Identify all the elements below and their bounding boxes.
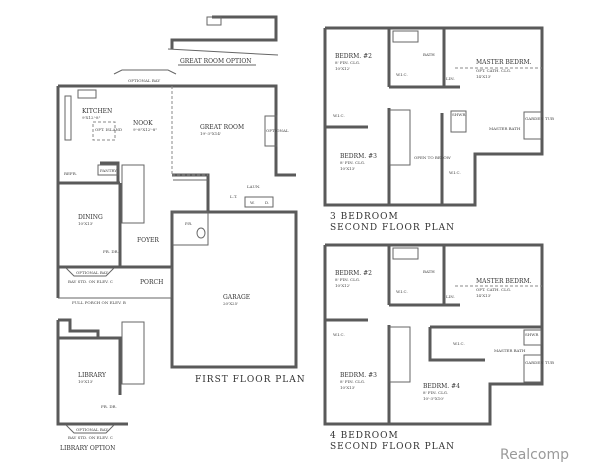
master-size: 14'X13' <box>476 74 491 79</box>
wic-label-2: W.I.C. <box>333 332 345 337</box>
bedrm3-note: 8' FIN. CLG. <box>340 160 365 165</box>
porch-optional-bay: OPTIONAL BAY <box>76 270 108 275</box>
master-label: MASTER BEDRM. <box>476 278 532 285</box>
library-french-door: FR. DR. <box>101 404 117 409</box>
sink-icon <box>77 89 97 99</box>
bedrm3-label: BEDRM. #3 <box>340 372 377 379</box>
bedrm3-size: 10'X13' <box>340 166 355 171</box>
bedrm2-note: 8' FIN. CLG. <box>335 60 360 65</box>
nook-optional-bay: OPTIONAL BAY <box>128 78 160 83</box>
bedrm2-size: 10'X12' <box>335 66 350 71</box>
toilet-icon <box>196 227 206 239</box>
bedrm2-label: BEDRM. #2 <box>335 270 372 277</box>
fireplace-label: OPTIONAL <box>266 128 289 133</box>
garden-tub-label: GARDEN TUB <box>525 360 554 365</box>
library-stairs <box>121 321 145 385</box>
bedrm2-label: BEDRM. #2 <box>335 53 372 60</box>
4br-title-line1: 4 BEDROOM <box>330 431 399 441</box>
dining-label: DINING <box>78 214 103 221</box>
nook-size: 9'-8"X12'-8" <box>133 127 157 132</box>
kitchen-label: KITCHEN <box>82 108 112 115</box>
first-floor-title: FIRST FLOOR PLAN <box>195 375 306 385</box>
library-size: 10'X13' <box>78 379 93 384</box>
fireplace <box>264 115 278 147</box>
bathtub-icon <box>392 247 419 260</box>
great-room-option-title: GREAT ROOM OPTION <box>180 58 252 65</box>
master-label: MASTER BEDRM. <box>476 59 532 66</box>
garage-outline <box>170 210 298 369</box>
bathtub-icon <box>392 30 419 43</box>
three-bedroom-plan: BEDRM. #2 8' FIN. CLG. 10'X12' BATH W.I.… <box>323 26 554 233</box>
library-option: LIBRARY 10'X13' FR. DR. OPTIONAL BAY BAY… <box>56 318 145 452</box>
stairs <box>389 326 411 383</box>
powder-room-label: P.R. <box>185 221 192 226</box>
wic-label: W.I.C. <box>396 72 408 77</box>
great-room-option: GREAT ROOM OPTION <box>167 15 279 66</box>
dining-french-door-label: FR. DR. <box>103 249 119 254</box>
wic-label-2: W.I.C. <box>333 113 345 118</box>
realcomp-watermark: Realcomp <box>500 447 569 463</box>
porch-label: PORCH <box>140 279 163 286</box>
pantry-label: PANTRY <box>100 168 117 173</box>
nook-label: NOOK <box>133 120 153 127</box>
bedrm3-label: BEDRM. #3 <box>340 153 377 160</box>
kitchen-size: 9'X12'-8" <box>82 115 101 120</box>
library-optional-bay: OPTIONAL BAY <box>76 427 108 432</box>
library-bay-std: BAY STD. ON ELEV. C <box>68 435 113 440</box>
first-floor-plan: OPTIONAL BAY OPTIONAL KITCHEN 9'X12'-8" … <box>56 69 306 385</box>
stairs <box>389 109 411 166</box>
bath-label: BATH <box>423 52 435 57</box>
bedrm2-note: 8' FIN. CLG. <box>335 277 360 282</box>
3br-title-line1: 3 BEDROOM <box>330 212 399 222</box>
wic-label-3: W.I.C. <box>449 170 461 175</box>
linen-label: LIN. <box>446 294 455 299</box>
bedrm3-size: 10'X13' <box>340 385 355 390</box>
4br-title-line2: SECOND FLOOR PLAN <box>330 442 455 452</box>
foyer-label: FOYER <box>137 237 159 244</box>
refr-label: REFR. <box>64 171 77 176</box>
bedrm3-note: 8' FIN. CLG. <box>340 379 365 384</box>
bath-label: BATH <box>423 269 435 274</box>
opt-island-label: OPT. ISLAND <box>95 127 122 132</box>
open-below-label: OPEN TO BELOW <box>414 155 452 160</box>
bedrm4-note: 8' FIN. CLG. <box>423 390 448 395</box>
3br-title-line2: SECOND FLOOR PLAN <box>330 223 455 233</box>
master-bath-label: MASTER BATH <box>489 126 521 131</box>
library-label: LIBRARY <box>78 372 107 379</box>
master-bath-label: MASTER BATH <box>494 348 526 353</box>
stairs <box>121 164 145 224</box>
great-room-label: GREAT ROOM <box>200 124 244 131</box>
linen-label: LIN. <box>446 76 455 81</box>
bedrm2-size: 10'X12' <box>335 283 350 288</box>
dryer-label: D. <box>265 200 269 205</box>
full-porch-label: FULL PORCH ON ELEV. B <box>72 300 126 305</box>
great-room-size: 19'-3"X14' <box>200 131 221 136</box>
library-option-title: LIBRARY OPTION <box>60 445 115 452</box>
garage-size: 20'X25' <box>223 301 238 306</box>
master-note: OPT. CATH. CLG. <box>476 287 511 292</box>
bedrm4-size: 10'-3"X10' <box>423 396 444 401</box>
master-note: OPT. CATH. CLG. <box>476 68 511 73</box>
laundry-tub-label: L.T. <box>230 194 237 199</box>
garage-label: GARAGE <box>223 294 250 301</box>
four-bedroom-plan: BEDRM. #2 8' FIN. CLG. 10'X12' BATH W.I.… <box>323 243 554 452</box>
shower-label: SHWR <box>452 112 466 117</box>
bay-std-label: BAY STD. ON ELEV. C <box>68 279 113 284</box>
washer-label: W. <box>250 200 255 205</box>
bedrm4-label: BEDRM. #4 <box>423 383 460 390</box>
master-size: 14'X13' <box>476 293 491 298</box>
wic-label: W.I.C. <box>396 289 408 294</box>
garden-tub-label: GARDEN TUB <box>525 116 554 121</box>
dining-size: 10'X13' <box>78 221 93 226</box>
laundry-label: LAUN. <box>247 184 260 189</box>
wic-label-3: W.I.C. <box>453 341 465 346</box>
shower-label: SHWR <box>525 332 539 337</box>
